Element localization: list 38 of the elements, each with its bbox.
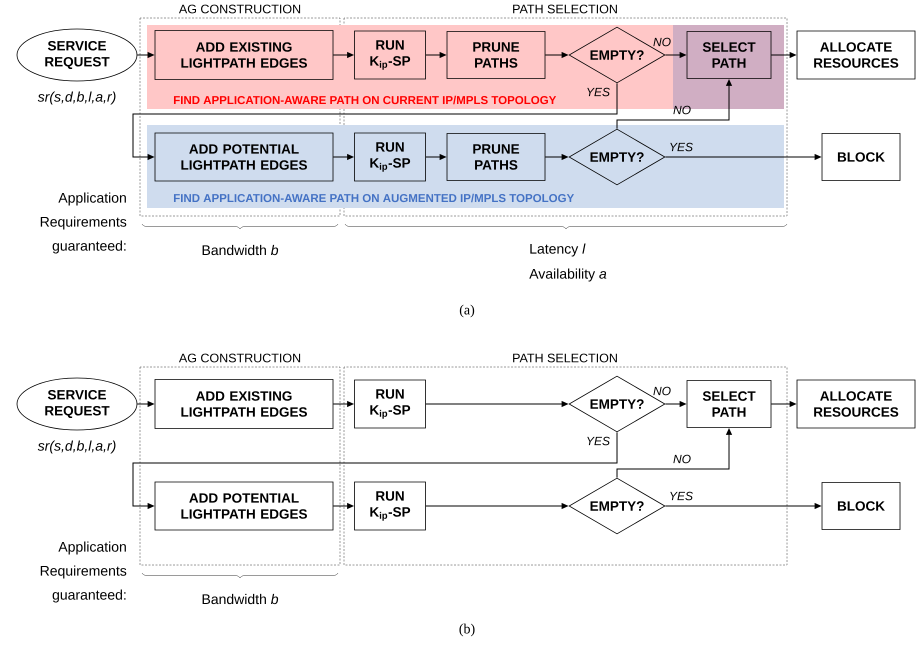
- edge-label: YES: [587, 436, 610, 446]
- signature-text: sr(s,d,b,l,a,r): [38, 91, 116, 105]
- edge-label: YES: [587, 88, 610, 96]
- section-heading: AG CONSTRUCTION: [178, 4, 300, 14]
- side-note: Application Requirements guaranteed:: [40, 192, 126, 254]
- process-box: BLOCK: [822, 482, 900, 530]
- process-box: BLOCK: [822, 133, 900, 181]
- process-box: RUN K$_{ip}$-SP: [354, 30, 426, 80]
- signature-text: sr(s,d,b,l,a,r): [38, 440, 116, 454]
- subfigure-label: (b): [459, 624, 475, 636]
- band-caption: FIND APPLICATION-AWARE PATH ON CURRENT IP/MPLS TOPOLOGY: [174, 96, 556, 104]
- section-heading: AG CONSTRUCTION: [178, 354, 300, 362]
- process-box: ALLOCATE RESOURCES: [796, 30, 916, 80]
- requirement-label: Bandwidth b: [202, 594, 278, 604]
- band-caption: FIND APPLICATION-AWARE PATH ON AUGMENTED IP/MPLS TOPOLOGY: [174, 194, 574, 202]
- process-box: PRUNE PATHS: [446, 133, 546, 181]
- process-box: ADD POTENTIAL LIGHTPATH EDGES: [154, 482, 334, 530]
- process-box: RUN K$_{ip}$-SP: [354, 132, 426, 182]
- requirement-label: Latency l: [530, 243, 586, 257]
- process-box: ADD EXISTING LIGHTPATH EDGES: [154, 379, 334, 429]
- process-box: ADD POTENTIAL LIGHTPATH EDGES: [154, 132, 334, 182]
- edge-label: YES: [670, 492, 693, 500]
- process-box: SELECT PATH: [686, 380, 772, 428]
- process-box: ALLOCATE RESOURCES: [796, 380, 916, 428]
- edge-label: NO: [673, 454, 691, 464]
- edge-label: YES: [670, 142, 693, 152]
- requirement-label: Bandwidth b: [202, 244, 278, 256]
- section-heading: PATH SELECTION: [513, 354, 617, 362]
- side-note: Application Requirements guaranteed:: [40, 541, 126, 603]
- edge-label: NO: [673, 106, 691, 114]
- requirement-label: Availability a: [529, 268, 606, 282]
- section-heading: PATH SELECTION: [513, 4, 617, 14]
- process-box: SELECT PATH: [686, 31, 772, 79]
- process-box: ADD EXISTING LIGHTPATH EDGES: [154, 30, 334, 80]
- process-box: RUN K$_{ip}$-SP: [354, 482, 426, 530]
- process-box: PRUNE PATHS: [446, 31, 546, 79]
- process-box: RUN K$_{ip}$-SP: [354, 380, 426, 428]
- subfigure-label: (a): [460, 304, 474, 318]
